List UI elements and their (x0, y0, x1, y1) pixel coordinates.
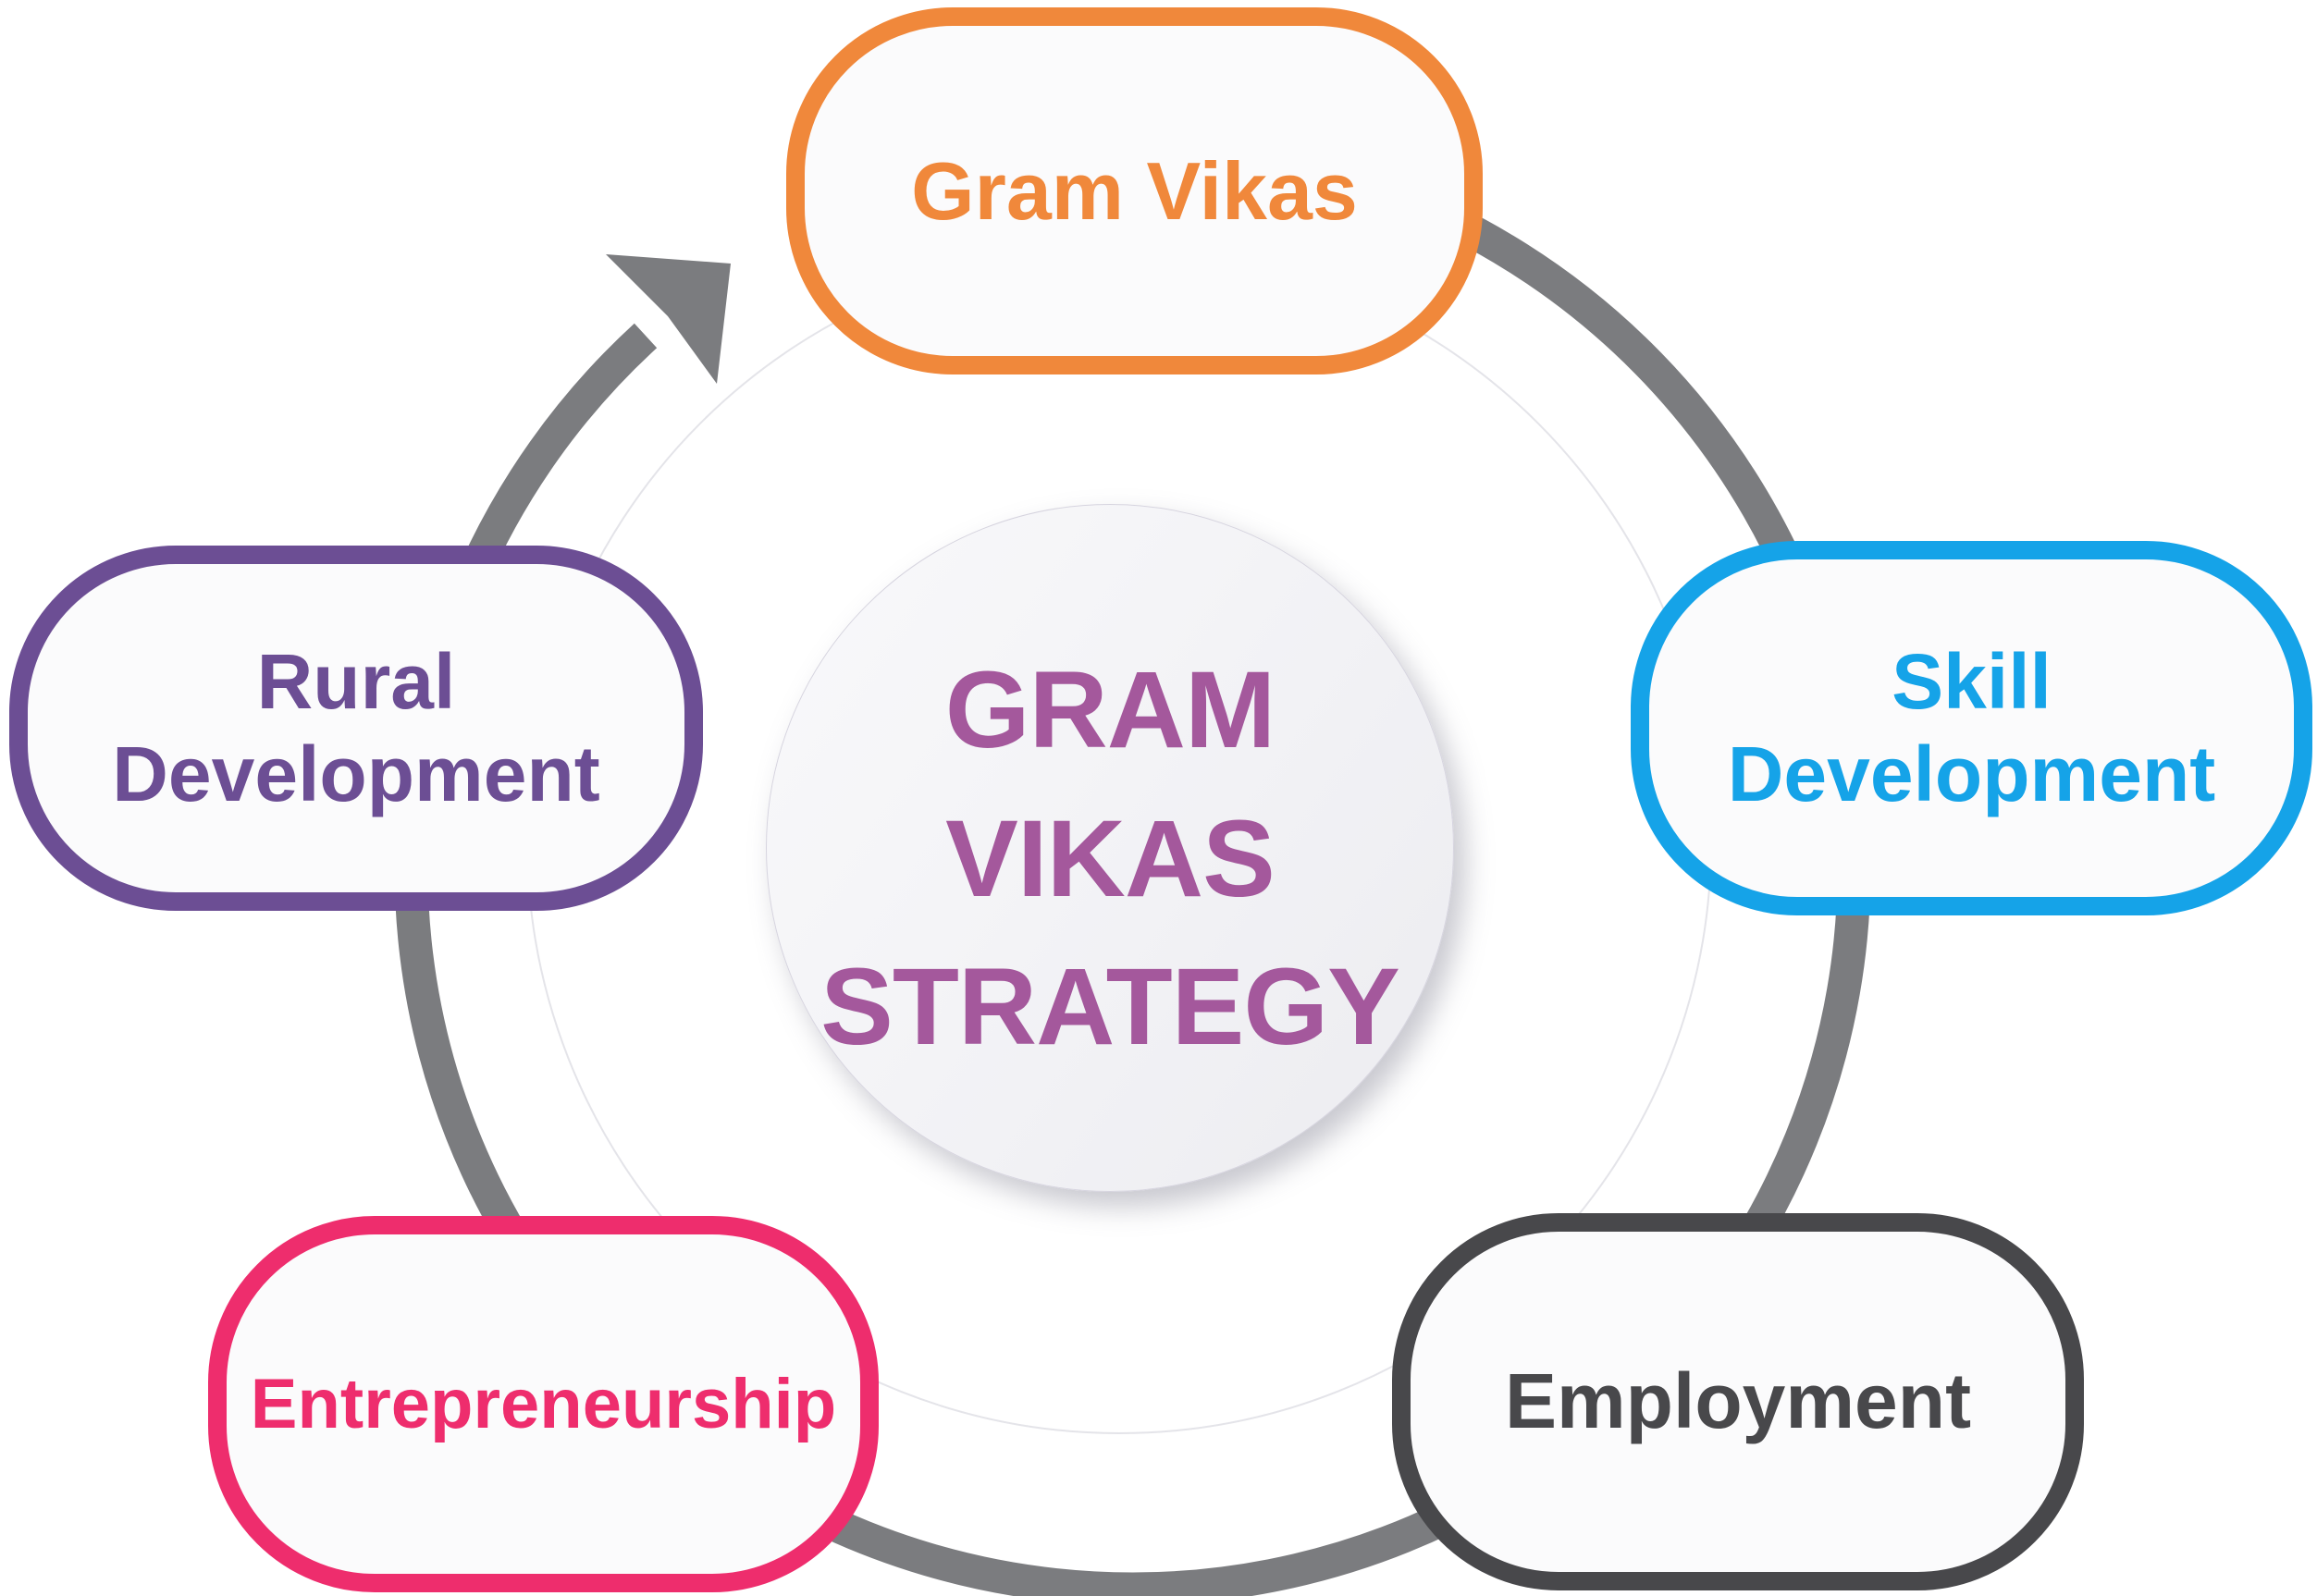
node-label-line: Employment (1504, 1357, 1972, 1445)
center-title-line2: STRATEGY (820, 946, 1400, 1069)
node-label-line: Gram Vikas (911, 144, 1358, 237)
node-label: Rural Development (112, 636, 599, 819)
node-label-line: Development (112, 730, 600, 817)
node-label-line: Development (1727, 730, 2216, 817)
node-label-line: Entrepreneurship (250, 1364, 837, 1443)
node-gram-vikas: Gram Vikas (786, 7, 1483, 374)
center-title: GRAM VIKAS STRATEGY (767, 636, 1453, 1081)
node-entrepreneurship: Entrepreneurship (208, 1216, 879, 1592)
node-rural-development: Rural Development (9, 546, 703, 911)
center-title-line1: GRAM VIKAS (944, 649, 1276, 920)
center-circle: GRAM VIKAS STRATEGY (766, 504, 1454, 1192)
node-label-line: Skill (1892, 638, 2052, 726)
node-label: Employment (1505, 1356, 1971, 1447)
node-label: Skill Development (1728, 636, 2215, 819)
node-label: Gram Vikas (911, 143, 1358, 239)
node-label-line: Rural (256, 638, 456, 726)
arrowhead-icon (606, 254, 731, 384)
node-label: Entrepreneurship (251, 1363, 836, 1446)
node-employment: Employment (1392, 1213, 2084, 1590)
node-skill-development: Skill Development (1631, 541, 2312, 915)
